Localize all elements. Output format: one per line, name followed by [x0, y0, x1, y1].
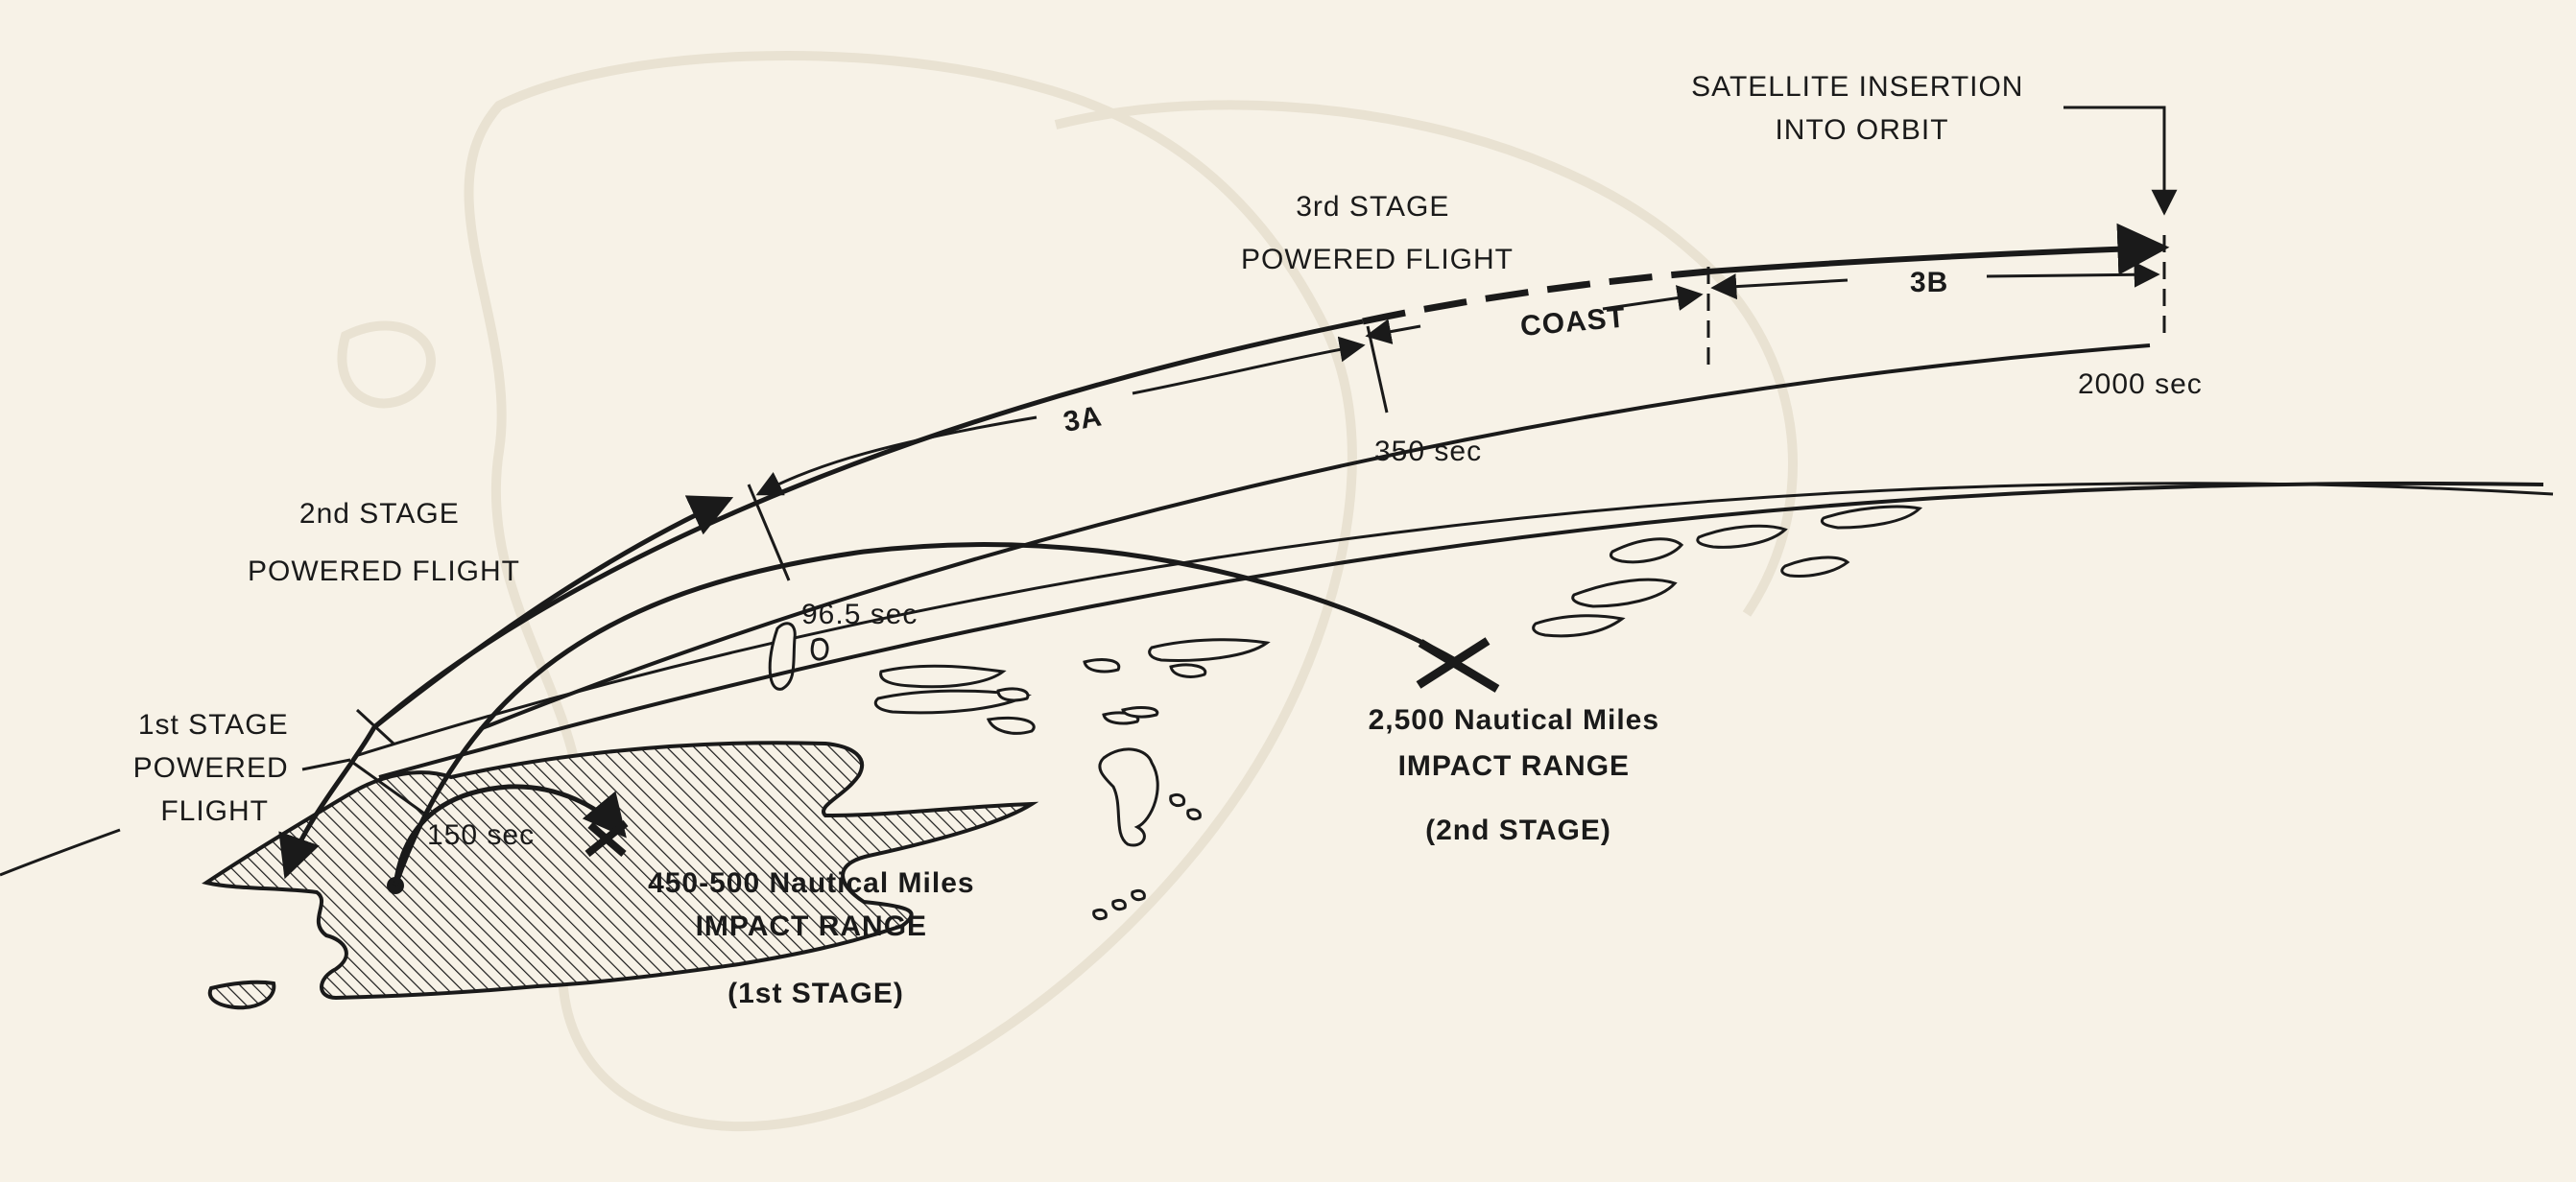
time-96-5-label: 96.5 sec — [801, 599, 918, 630]
time-150-label: 150 sec — [427, 819, 535, 851]
third-stage-label: 3rd STAGE POWERED FLIGHT — [1241, 191, 1514, 275]
ground-tracks — [378, 343, 2544, 779]
second-stage-impact-arc — [393, 542, 1461, 886]
tick-marks — [352, 235, 2166, 817]
coast-label: COAST — [1519, 302, 1627, 343]
time-350-label: 350 sec — [1374, 436, 1482, 467]
faint-background-map — [337, 50, 1798, 1131]
first-stage-impact-arc — [393, 784, 627, 886]
insertion-callout-arrow — [2063, 106, 2178, 216]
impact-1st-stage-label: 450-500 Nautical Miles IMPACT RANGE (1st… — [648, 867, 984, 1009]
first-stage-label: 1st STAGE POWERED FLIGHT — [133, 709, 298, 827]
segment-dimension-arrows — [755, 261, 2160, 496]
segment-3a-label: 3A — [1061, 400, 1104, 438]
second-stage-label: 2nd STAGE POWERED FLIGHT — [248, 498, 520, 587]
impact-2nd-stage-label: 2,500 Nautical Miles IMPACT RANGE (2nd S… — [1369, 704, 1669, 846]
horizon-lines — [0, 482, 2554, 877]
time-2000-label: 2000 sec — [2078, 368, 2203, 400]
ascent-trajectory — [278, 223, 2170, 880]
second-stage-impact-marker — [1416, 637, 1500, 693]
first-stage-leader — [301, 758, 351, 771]
first-stage-impact-marker — [584, 819, 629, 858]
segment-3b-label: 3B — [1910, 267, 1948, 298]
satellite-insertion-label: SATELLITE INSERTION INTO ORBIT — [1691, 71, 2033, 146]
islands — [768, 505, 1923, 921]
